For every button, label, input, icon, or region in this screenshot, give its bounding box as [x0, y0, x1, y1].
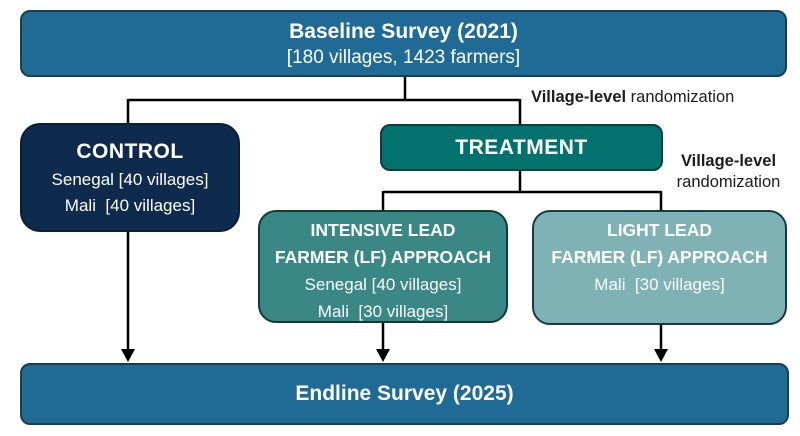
arrowhead-icon: [121, 349, 135, 362]
treatment-title: TREATMENT: [455, 135, 588, 159]
endline-survey-box: Endline Survey (2025): [20, 363, 789, 425]
arrowhead-icon: [376, 349, 390, 362]
intensive-title-line1: INTENSIVE LEAD: [310, 220, 456, 240]
treatment-box: TREATMENT: [380, 124, 663, 171]
baseline-survey-box: Baseline Survey (2021) [180 villages, 14…: [20, 10, 787, 77]
intensive-senegal-line: Senegal [40 villages]: [304, 275, 462, 294]
control-senegal-line: Senegal [40 villages]: [51, 169, 209, 189]
baseline-title: Baseline Survey (2021): [289, 19, 518, 43]
arrowhead-icon: [654, 349, 668, 362]
light-title-line1: LIGHT LEAD: [607, 220, 712, 240]
baseline-subtitle: [180 villages, 1423 farmers]: [286, 46, 521, 68]
control-title: CONTROL: [76, 139, 184, 163]
intensive-lead-farmer-box: INTENSIVE LEAD FARMER (LF) APPROACH Sene…: [258, 210, 508, 323]
control-box: CONTROL Senegal [40 villages] Mali [40 v…: [20, 123, 240, 232]
control-mali-line: Mali [40 villages]: [64, 195, 196, 215]
randomization-label-2-rest: randomization: [676, 173, 781, 191]
light-title-line2: FARMER (LF) APPROACH: [551, 247, 768, 267]
light-lead-farmer-box: LIGHT LEAD FARMER (LF) APPROACH Mali [30…: [532, 210, 787, 325]
intensive-title-line2: FARMER (LF) APPROACH: [274, 247, 492, 267]
randomization-label-1: Village-level randomization: [531, 88, 734, 107]
randomization-label-1-bold: Village-level: [531, 88, 627, 106]
randomization-label-1-rest: randomization: [626, 88, 735, 106]
intensive-mali-line: Mali [30 villages]: [317, 302, 449, 321]
endline-title: Endline Survey (2025): [295, 382, 514, 405]
randomization-label-2: Village-level randomization: [657, 151, 800, 193]
light-mali-line: Mali [30 villages]: [594, 275, 725, 294]
randomization-label-2-bold: Village-level: [680, 152, 777, 170]
